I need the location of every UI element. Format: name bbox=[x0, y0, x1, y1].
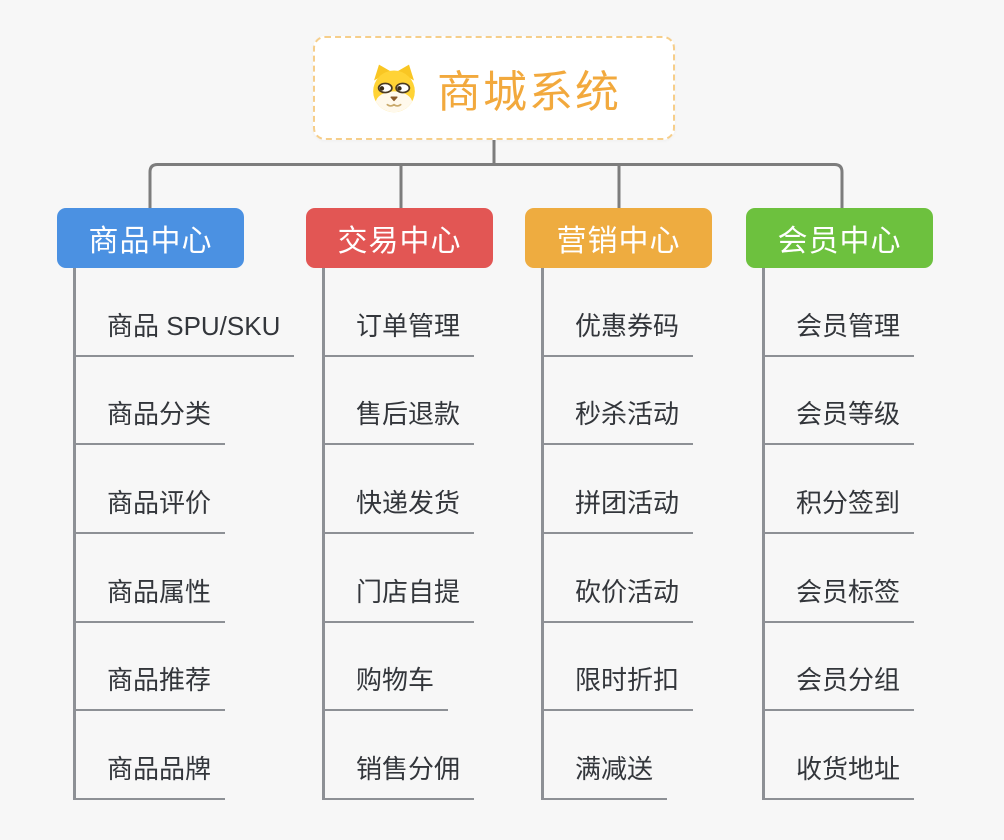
leaf-node[interactable]: 积分签到 bbox=[762, 483, 915, 535]
leaf-node[interactable]: 优惠券码 bbox=[541, 306, 694, 357]
branch-column-products: 商品 SPU/SKU 商品分类 商品评价 商品属性 商品推荐 商品品牌 bbox=[73, 268, 313, 801]
leaf-node[interactable]: 商品推荐 bbox=[73, 660, 226, 712]
leaf-node[interactable]: 砍价活动 bbox=[541, 572, 694, 623]
branch-node-trade[interactable]: 交易中心 bbox=[306, 208, 493, 268]
leaf-node[interactable]: 商品分类 bbox=[73, 394, 226, 446]
root-node[interactable]: 商城系统 bbox=[313, 36, 675, 140]
branch-node-products[interactable]: 商品中心 bbox=[57, 208, 244, 268]
branch-column-marketing: 优惠券码 秒杀活动 拼团活动 砍价活动 限时折扣 满减送 bbox=[541, 268, 781, 801]
branch-label: 商品中心 bbox=[88, 225, 213, 258]
branch-column-members: 会员管理 会员等级 积分签到 会员标签 会员分组 收货地址 bbox=[762, 268, 1002, 801]
branch-label: 会员中心 bbox=[777, 225, 902, 258]
leaf-node[interactable]: 会员等级 bbox=[762, 394, 915, 446]
leaf-node[interactable]: 满减送 bbox=[541, 749, 668, 801]
leaf-node[interactable]: 拼团活动 bbox=[541, 483, 694, 535]
leaf-node[interactable]: 会员分组 bbox=[762, 660, 915, 712]
root-title: 商城系统 bbox=[437, 68, 621, 117]
leaf-node[interactable]: 门店自提 bbox=[322, 572, 475, 623]
leaf-node[interactable]: 会员管理 bbox=[762, 306, 915, 357]
leaf-node[interactable]: 秒杀活动 bbox=[541, 394, 694, 446]
leaf-node[interactable]: 购物车 bbox=[322, 660, 449, 712]
leaf-node[interactable]: 销售分佣 bbox=[322, 749, 475, 801]
leaf-node[interactable]: 商品评价 bbox=[73, 483, 226, 535]
branch-label: 交易中心 bbox=[337, 225, 462, 258]
branch-column-trade: 订单管理 售后退款 快递发货 门店自提 购物车 销售分佣 bbox=[322, 268, 562, 801]
dog-face-icon bbox=[367, 63, 421, 113]
leaf-node[interactable]: 商品品牌 bbox=[73, 749, 226, 801]
leaf-node[interactable]: 限时折扣 bbox=[541, 660, 694, 712]
leaf-node[interactable]: 商品 SPU/SKU bbox=[73, 306, 295, 357]
leaf-node[interactable]: 订单管理 bbox=[322, 306, 475, 357]
leaf-node[interactable]: 售后退款 bbox=[322, 394, 475, 446]
branch-node-marketing[interactable]: 营销中心 bbox=[525, 208, 712, 268]
leaf-node[interactable]: 会员标签 bbox=[762, 572, 915, 623]
leaf-node[interactable]: 收货地址 bbox=[762, 749, 915, 801]
leaf-node[interactable]: 快递发货 bbox=[322, 483, 475, 535]
leaf-node[interactable]: 商品属性 bbox=[73, 572, 226, 623]
branch-node-members[interactable]: 会员中心 bbox=[746, 208, 933, 268]
branch-label: 营销中心 bbox=[556, 225, 681, 258]
